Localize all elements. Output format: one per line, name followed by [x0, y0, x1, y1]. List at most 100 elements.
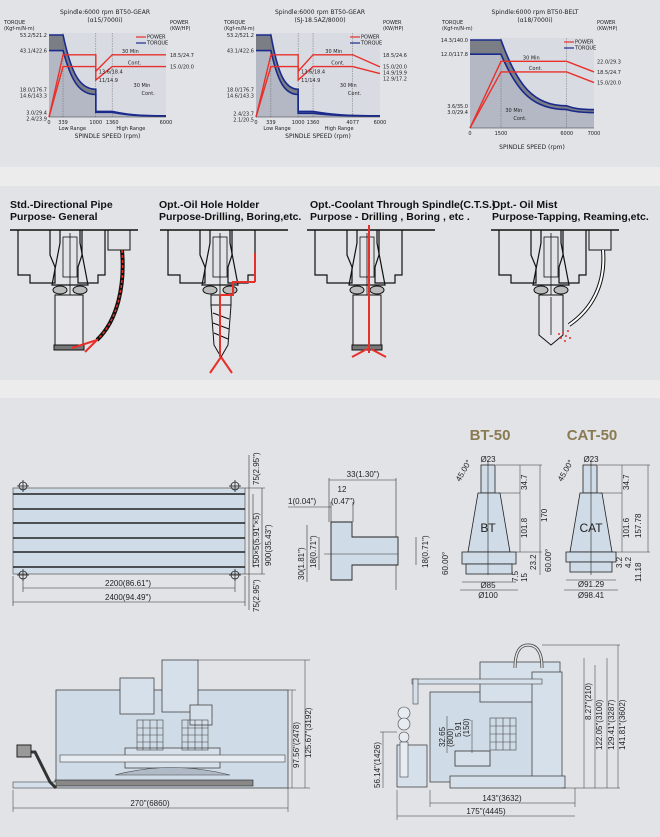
cat50-title: CAT-50 [567, 427, 618, 444]
window-grid [136, 719, 209, 751]
bt-170: 170 [540, 508, 549, 522]
y-tick-left: 3.6/35.0 [447, 104, 468, 110]
cat-42: 4.2 [624, 556, 633, 568]
dim-2200: 2200(86.61") [105, 579, 151, 588]
x-tick: 6000 [374, 120, 387, 126]
annotation-power-30min: 30 Min [523, 55, 540, 61]
dim-800: (800) [446, 728, 455, 747]
cat-1016: 101.6 [622, 517, 631, 538]
y-tick-left: 2.1/20.5 [233, 117, 254, 123]
cat-347: 34.7 [622, 474, 631, 490]
bt-d100: Ø100 [478, 591, 498, 600]
y-tick-left: 12.0/117.8 [441, 52, 468, 58]
machine-side-view: 143"(3632) 175"(4445) 8.27"(210) 122.05"… [373, 643, 627, 820]
y-axis-label-left: TORQUE [441, 20, 463, 26]
dim-150x5: 150×5(5.91"×5) [252, 512, 261, 568]
mid-label: 13.6/18.4 [301, 69, 325, 75]
y-axis-unit-left: (Kgf-m/N-m) [442, 26, 473, 32]
bt50-title: BT-50 [470, 427, 511, 444]
bt-60: 60.00° [441, 552, 450, 575]
chart-1: Spindle:6000 rpm BT50-GEAR(α15/7000i)TOR… [3, 9, 194, 140]
x-tick: 7000 [588, 131, 601, 137]
annotation-torque-cont: Cont. [348, 91, 362, 97]
power-30min-line [469, 60, 595, 129]
t-slot-detail: 33(1.30") 12 1(0.04") (0.47") 30(1.81") … [288, 470, 430, 590]
dim-1: 1(0.04") [288, 497, 317, 506]
coolant-name: Std.-Directional Pipe [10, 199, 113, 211]
y-tick-right: 18.5/24.7 [597, 70, 621, 76]
x-axis-label: SPINDLE SPEED (rpm) [499, 144, 565, 151]
y-axis-label-left: TORQUE [223, 20, 245, 26]
dim-591: 5.91 [454, 721, 463, 737]
dim-14181: 141.81"(3602) [618, 699, 627, 750]
coolant-name: Opt.- Oil Mist [492, 199, 558, 211]
cat-32: 3.2 [615, 556, 624, 568]
coolant-purpose: Purpose-Drilling, Boring,etc. [159, 211, 302, 223]
dim-270: 270"(6860) [130, 799, 170, 808]
power-30min-line [48, 54, 166, 118]
chart-2: Spindle:6000 rpm BT50-GEAR(SJ-18.5AZ/800… [223, 9, 407, 140]
legend-power-label: POWER [147, 35, 166, 41]
annotation-power-cont: Cont. [331, 61, 345, 67]
y-tick-left: 53.2/521.2 [227, 33, 254, 39]
bt50-drawing: BT Ø23 45.00° 34.7 101.8 170 60.00° 23.2… [441, 455, 549, 600]
dim-900: 900(35.43") [264, 524, 273, 566]
y-axis-unit-right: (KW/HP) [597, 26, 617, 32]
y-axis-label-right: POWER [170, 20, 189, 26]
dim-5614: 56.14"(1426) [373, 742, 382, 788]
legend-torque-label: TORQUE [146, 41, 168, 47]
chart-title: Spindle:6000 rpm BT50-GEAR [275, 9, 365, 16]
dim-3265: 32.65 [438, 726, 447, 747]
bt-232: 23.2 [529, 554, 538, 570]
dim-18-left: 18(0.71") [309, 535, 318, 568]
oil-mist-diagram [490, 229, 620, 346]
x-tick: 6000 [160, 120, 173, 126]
mid-label: 11/14.9 [99, 78, 118, 84]
x-tick: 6000 [560, 131, 573, 137]
dim-12: 12 [338, 485, 347, 494]
directional-pipe-diagram [9, 229, 139, 353]
legend-power-label: POWER [575, 40, 594, 46]
annotation-torque-30min: 30 Min [134, 83, 151, 89]
y-tick-left: 43.1/422.6 [20, 49, 47, 55]
y-tick-left: 18.0/176.7 [20, 87, 47, 93]
y-tick-left: 14.6/143.3 [20, 93, 47, 99]
chart-subtitle: (α18/7000i) [517, 17, 552, 24]
bt-45: 45.00° [454, 458, 473, 483]
table-top-view: 2200(86.61") 2400(94.49") 75(2.95") 150×… [12, 452, 273, 612]
y-tick-right: 22.0/29.3 [597, 59, 621, 65]
operator-figure [397, 706, 411, 778]
coolant-purpose: Purpose-Tapping, Reaming,etc. [492, 211, 649, 223]
coolant-diagrams [9, 225, 620, 374]
tool-holders: BT-50 CAT-50 BT Ø23 45.00° 34.7 101.8 17… [441, 427, 650, 600]
y-tick-right: 12.9/17.2 [383, 77, 407, 83]
cat-d23: Ø23 [583, 455, 599, 464]
annotation-torque-cont: Cont. [142, 91, 156, 97]
x-tick: 0 [47, 120, 50, 126]
spindle-charts: Spindle:6000 rpm BT50-GEAR(α15/7000i)TOR… [3, 9, 621, 151]
dim-33: 33(1.30") [347, 470, 380, 479]
cat-45: 45.00° [556, 458, 575, 483]
oil-hole-holder-diagram [159, 229, 289, 374]
range-label: High Range [325, 126, 354, 132]
torque-30min-line [470, 39, 595, 111]
y-axis-label-left: TORQUE [3, 20, 25, 26]
torque-cont-line [49, 49, 167, 117]
coolant-purpose: Purpose- General [10, 211, 98, 223]
y-tick-right: 15.0/20.0 [383, 65, 407, 71]
y-axis-label-right: POWER [597, 20, 616, 26]
y-axis-unit-left: (Kgf-m/N-m) [4, 26, 35, 32]
chart-title: Spindle:6000 rpm BT50-GEAR [60, 9, 150, 16]
y-axis-label-right: POWER [383, 20, 402, 26]
dim-150: (150) [462, 718, 471, 737]
annotation-power-30min: 30 Min [325, 49, 342, 55]
torque-cont-line [470, 53, 595, 114]
chart-subtitle: (SJ-18.5AZ/8000) [294, 17, 345, 24]
torque-cont-area [49, 50, 166, 117]
bt-15: 15 [520, 573, 529, 582]
chart-3: Spindle:6000 rpm BT50-BELT(α18/7000i)TOR… [441, 9, 621, 151]
y-tick-left: 18.0/176.7 [227, 87, 254, 93]
coolant-purpose: Purpose - Drilling , Boring , etc . [310, 211, 470, 223]
dim-827: 8.27"(210) [584, 683, 593, 720]
